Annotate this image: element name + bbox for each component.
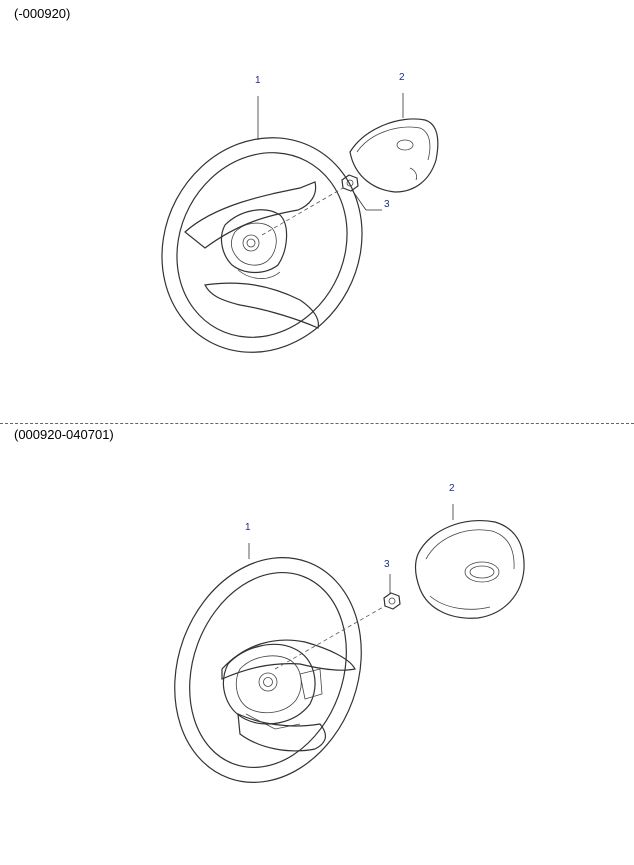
svg-text:3: 3 <box>384 559 390 570</box>
diagram-section-bottom: 1 2 3 <box>174 483 525 783</box>
section-range-label-bottom: (000920-040701) <box>14 427 114 442</box>
svg-text:1: 1 <box>245 522 251 533</box>
callout-2-bottom: 2 <box>449 483 455 520</box>
svg-text:2: 2 <box>399 72 405 83</box>
assembly-axis-bottom <box>274 605 386 670</box>
svg-text:3: 3 <box>384 199 390 210</box>
callout-3-bottom: 3 <box>384 559 391 594</box>
nut-bottom <box>383 592 401 610</box>
assembly-axis-top <box>261 187 344 236</box>
callout-3-top: 3 <box>351 189 390 211</box>
horn-pad-top <box>349 118 439 193</box>
section-range-label-top: (-000920) <box>14 6 71 21</box>
steering-wheel-top <box>161 137 363 353</box>
svg-text:2: 2 <box>449 483 455 494</box>
diagram-section-top: 1 2 3 <box>161 72 439 353</box>
callout-1-bottom: 1 <box>245 522 251 559</box>
nut-top <box>341 174 359 192</box>
horn-pad-bottom <box>414 520 525 619</box>
section-divider <box>0 423 634 424</box>
callout-1-top: 1 <box>255 75 261 140</box>
svg-text:1: 1 <box>255 75 261 86</box>
steering-wheel-bottom <box>174 557 362 783</box>
callout-2-top: 2 <box>399 72 405 118</box>
